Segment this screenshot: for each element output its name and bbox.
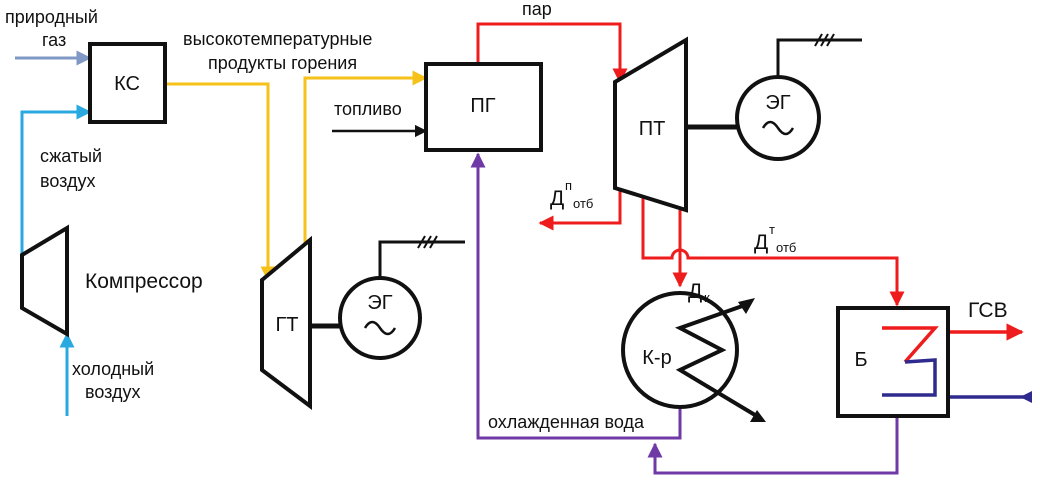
pt-label: ПТ: [639, 118, 666, 140]
boiler-return-water-line: [647, 418, 899, 475]
steam-label: пар: [522, 0, 552, 19]
gt-shape: [260, 235, 312, 410]
pg-block: [424, 62, 543, 152]
pt-generator-ac-icon: [761, 120, 795, 136]
pt-generator: [735, 75, 821, 161]
ks-block: [88, 42, 167, 124]
d-condenser-sub: к: [704, 290, 710, 305]
fuel-label: топливо: [334, 99, 402, 119]
gt-generator-ac-icon: [363, 320, 397, 336]
d-extraction-p-main: Д: [550, 187, 564, 210]
condenser-shape: [621, 291, 739, 409]
d-extraction-t-main: Д: [754, 231, 768, 254]
condenser-label: К-р: [642, 347, 671, 369]
pt-grid-line: [776, 38, 862, 77]
combustion-to-gt-line: [165, 82, 276, 282]
pt-grid-ticks: [814, 33, 835, 47]
compressed-air-label-2: воздух: [40, 171, 96, 191]
gt-grid-ticks: [417, 235, 438, 249]
boiler-coil-hot: [882, 326, 939, 364]
d-extraction-t-sub: отб: [776, 240, 796, 255]
gt-generator: [338, 276, 422, 360]
condenser-inlet-arrowhead: [750, 410, 766, 422]
combustion-products-label-1: высокотемпературные: [183, 29, 372, 49]
pg-label: ПГ: [470, 95, 495, 117]
condenser-coil: [675, 302, 762, 420]
pt-extraction-line: [538, 188, 622, 231]
natural-gas-label-2: газ: [42, 30, 66, 50]
cooled-water-label: охлажденная вода: [488, 412, 645, 432]
cooled-water-line: [470, 152, 682, 440]
gt-generator-label: ЭГ: [367, 292, 392, 314]
ks-label: КС: [114, 73, 140, 95]
gt-label: ГТ: [275, 314, 298, 336]
condenser-outlet-arrowhead: [738, 298, 755, 314]
compressed-air-line: [20, 104, 92, 255]
cold-air-label-1: холодный: [72, 359, 154, 379]
d-condenser-main: Д: [688, 280, 702, 303]
d-extraction-t-sup: т: [769, 222, 775, 237]
compressed-air-label-1: сжатый: [40, 146, 102, 166]
hot-water-label: ГСВ: [968, 299, 1008, 322]
boiler-label: Б: [854, 349, 867, 371]
cold-air-label-2: воздух: [85, 382, 141, 402]
gt-grid-line: [378, 240, 465, 278]
d-extraction-p-label: Д: [550, 187, 564, 210]
d-extraction-p-sub: отб: [573, 196, 593, 211]
steam-line: [476, 22, 628, 84]
pt-shape: [613, 36, 688, 213]
d-extraction-p-sup: п: [565, 178, 572, 193]
pt-generator-label: ЭГ: [765, 92, 790, 114]
gt-exhaust-to-pg-line: [303, 70, 428, 250]
compressor-shape: [20, 224, 69, 338]
d-extraction-t-label: Д: [754, 231, 768, 254]
combustion-products-label-2: продукты горения: [208, 53, 357, 73]
natural-gas-label-1: природный: [5, 7, 98, 27]
compressor-label: Компрессор: [85, 270, 203, 293]
return-water-arrowhead: [1020, 391, 1032, 403]
boiler-coil-cold: [882, 358, 937, 397]
d-condenser-label: Д: [688, 280, 702, 303]
